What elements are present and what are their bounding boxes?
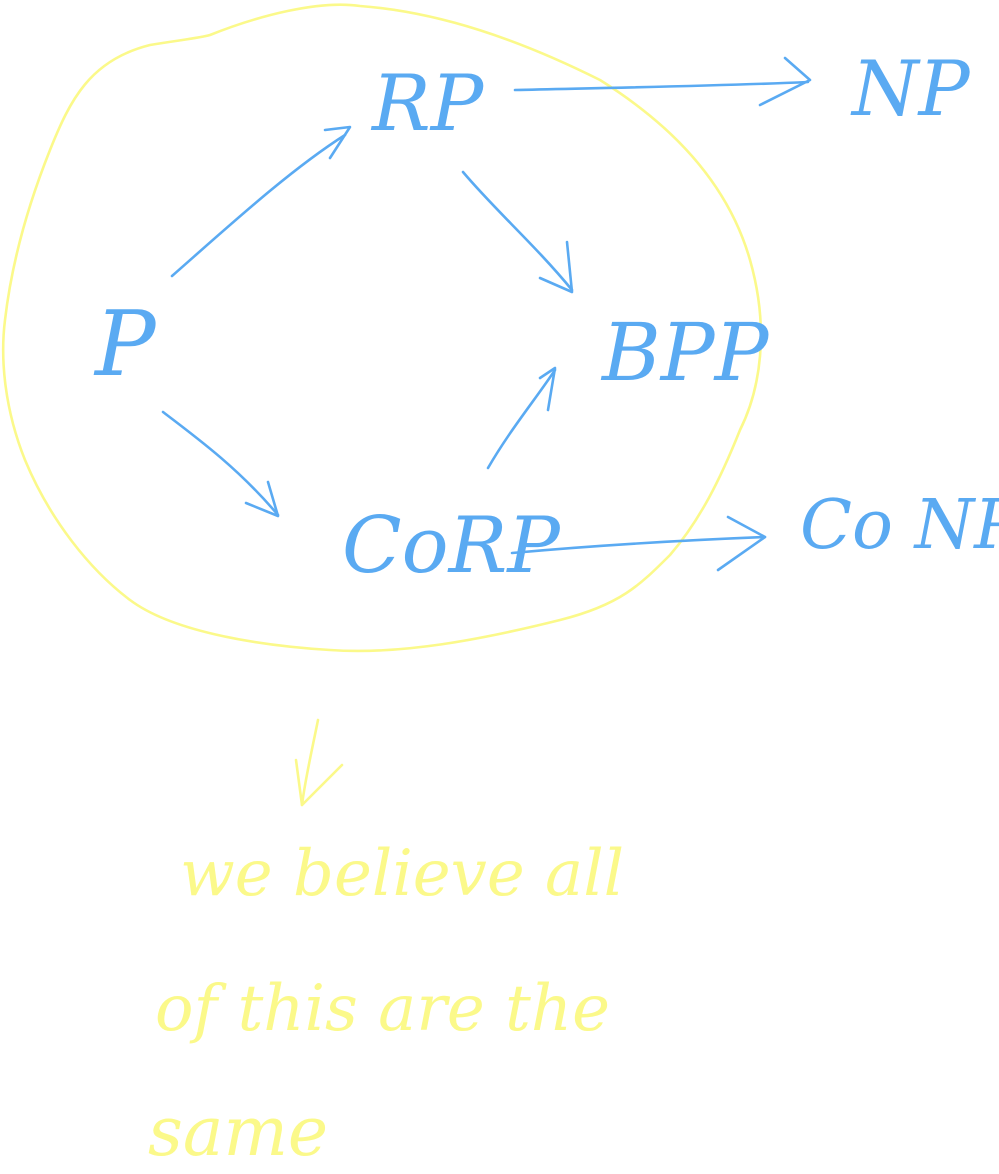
node-conp: Co NP: [800, 486, 999, 565]
node-corp: CoRP: [342, 501, 561, 591]
arrow-corp-to-bpp: [486, 366, 557, 470]
arrow-corp-to-conp: [510, 515, 767, 572]
enclosing-loop: [1, 3, 763, 653]
arrow-p-to-corp: [161, 410, 280, 518]
node-np: NP: [850, 44, 972, 133]
arrow-p-to-rp: [170, 125, 352, 278]
node-rp: RP: [370, 59, 485, 149]
note-line-1: we believe all: [180, 837, 624, 911]
node-p: P: [93, 292, 157, 397]
note-line-2: of this are the: [155, 972, 610, 1046]
arrow-rp-to-np: [513, 56, 812, 107]
down-arrow: [294, 718, 344, 807]
note-line-3: same: [148, 1093, 328, 1172]
arrow-rp-to-bpp: [461, 170, 574, 294]
node-bpp: BPP: [600, 306, 770, 399]
